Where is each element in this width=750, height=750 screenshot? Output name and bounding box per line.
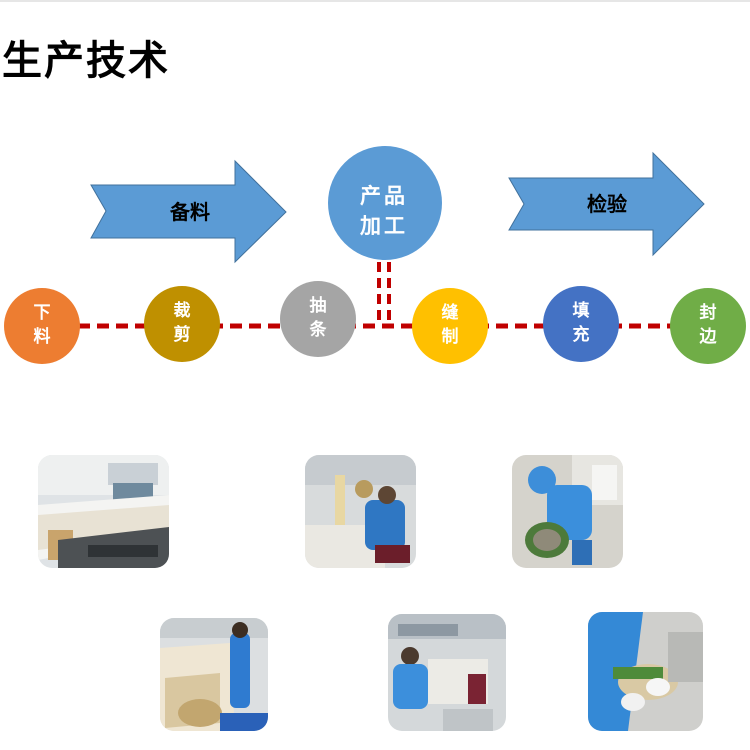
step-circle-缝制: [412, 288, 488, 364]
hub-circle: [328, 146, 442, 260]
step-circle-抽条: [280, 281, 356, 357]
photo-material-roll: [160, 618, 268, 731]
step-label: 抽 条: [309, 296, 327, 340]
step-label: 填 充: [572, 301, 590, 345]
arrow-right-shape: [508, 151, 705, 257]
photo-sealing-hands: [588, 612, 703, 731]
page-title: 生产技术: [2, 38, 170, 84]
photo-cutting-machine: [38, 455, 169, 568]
top-divider: [0, 0, 750, 2]
arrow-left-label: 备料: [170, 200, 210, 224]
hub-label: 产品 加工: [360, 184, 408, 238]
arrow-right-label: 检验: [587, 192, 627, 216]
step-circle-封边: [670, 288, 746, 364]
photo-filling-worker: [512, 455, 623, 568]
step-label: 缝 制: [441, 303, 459, 347]
step-label: 封 边: [699, 303, 717, 347]
arrow-left-shape: [90, 159, 287, 264]
photo-workshop-sewing: [388, 614, 506, 731]
step-label: 裁 剪: [173, 301, 191, 345]
step-circle-裁剪: [144, 286, 220, 362]
photo-sewing-station: [305, 455, 416, 568]
process-flow-diagram: [4, 146, 746, 364]
step-circle-填充: [543, 286, 619, 362]
step-circle-下料: [4, 288, 80, 364]
step-label: 下 料: [33, 303, 51, 347]
